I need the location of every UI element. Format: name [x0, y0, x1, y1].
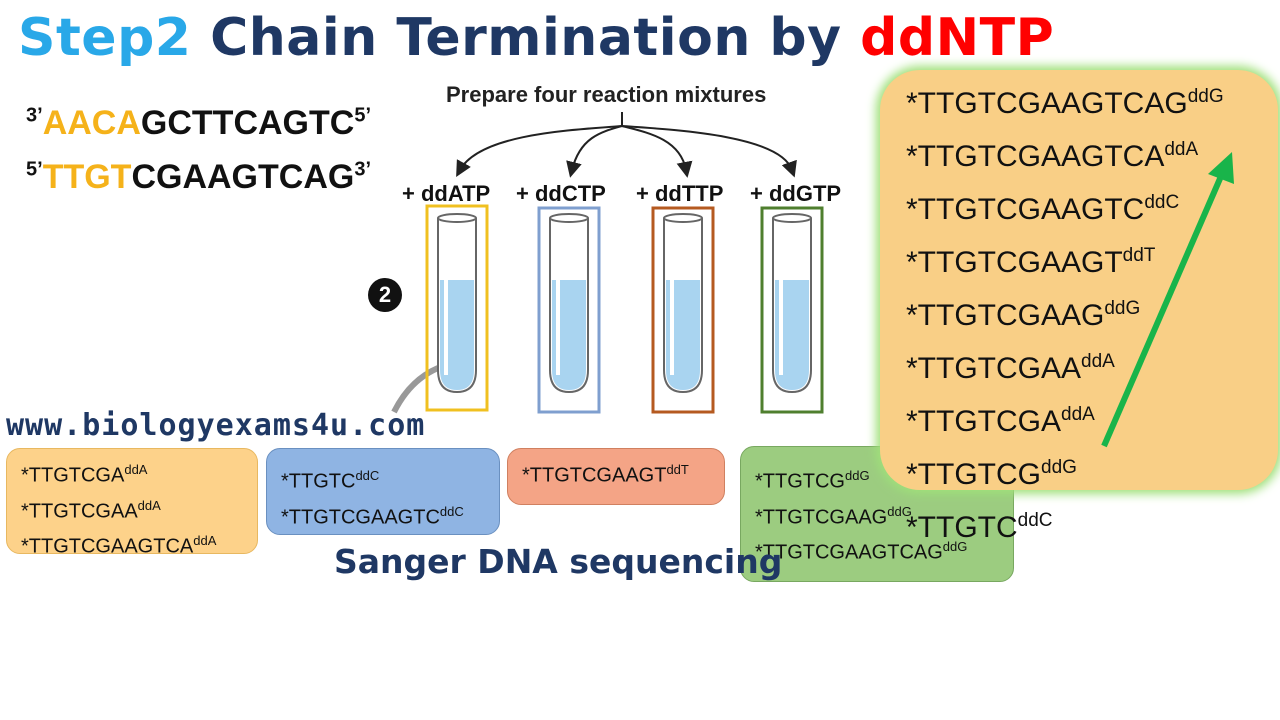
label-ddttp: + ddTTP [636, 181, 724, 206]
website-url: www.biologyexams4u.com [6, 408, 426, 443]
test-tubes [391, 204, 824, 414]
fragments-box-ddttp: *TTGTCGAAGTddT [507, 448, 725, 505]
primer-highlight: TTGT [42, 158, 132, 196]
fragment-line: *TTGTCGAAddA [21, 497, 161, 523]
tube-ddgtp [760, 206, 824, 414]
label-ddctp: + ddCTP [516, 181, 606, 206]
template-strand: 3’AACAGCTTCAGTC5’ [26, 104, 371, 143]
sorted-fragment: *TTGTCGAAGTddT [906, 245, 1156, 279]
template-highlight: AACA [42, 104, 141, 142]
tube-ddatp [425, 204, 489, 412]
sorted-fragment: *TTGTCGddG [906, 457, 1077, 491]
arrow-to-ddatp [456, 125, 623, 177]
sorted-fragment: *TTGTCGAddA [906, 404, 1095, 438]
sorted-fragment: *TTGTCGAAGTCAddA [906, 139, 1199, 173]
fragment-line: *TTGTCGddG [755, 468, 870, 493]
label-ddgtp: + ddGTP [750, 181, 842, 206]
sorted-fragment: *TTGTCddC [906, 510, 1053, 544]
sorted-fragment: *TTGTCGAAGTCAGddG [906, 86, 1224, 120]
fragment-line: *TTGTCGAAGTCAGddG [755, 539, 968, 564]
sorted-fragment: *TTGTCGAAGTCddC [906, 192, 1180, 226]
primer-strand: 5’TTGTCGAAGTCAG3’ [26, 158, 371, 197]
arrow-to-ddgtp [621, 125, 797, 178]
fragment-line: *TTGTCGAAGTCddC [281, 503, 464, 529]
arrow-to-ddttp [621, 125, 693, 178]
template-left-end: 3’ [26, 104, 43, 127]
sequence-direction-arrow [1101, 152, 1234, 448]
title-main: Chain Termination by [210, 8, 842, 68]
pipette-line [391, 365, 440, 414]
sorted-fragments-panel: *TTGTCGAAGTCAGddG *TTGTCGAAGTCAddA *TTGT… [880, 70, 1278, 544]
fragment-line: *TTGTCGAddA [21, 462, 148, 487]
fragments-box-ddatp: *TTGTCGAddA *TTGTCGAAddA *TTGTCGAAGTCAdd… [6, 448, 258, 558]
diagram-heading: Prepare four reaction mixtures [446, 82, 767, 107]
tube-ddctp [537, 206, 601, 414]
page-title: Step2 Chain Termination by ddNTP [18, 8, 1054, 68]
primer-rest: CGAAGTCAG [131, 158, 355, 196]
primer-left-end: 5’ [26, 158, 43, 181]
template-rest: GCTTCAGTC [140, 104, 355, 142]
fragment-line: *TTGTCGAAGddG [755, 503, 912, 529]
tube-ddttp [651, 206, 715, 414]
branch-arrows [456, 112, 797, 178]
label-ddatp: + ddATP [402, 181, 491, 206]
fragment-line: *TTGTCGAAGTCAddA [21, 533, 217, 558]
fragment-line: *TTGTCddC [281, 468, 380, 493]
sorted-fragment: *TTGTCGAAddA [906, 351, 1115, 385]
fragments-box-ddctp: *TTGTCddC *TTGTCGAAGTCddC [266, 448, 500, 535]
template-right-end: 5’ [354, 104, 372, 127]
step-number-badge: 2 [368, 278, 402, 312]
fragment-line: *TTGTCGAAGTddT [522, 462, 689, 487]
primer-right-end: 3’ [354, 158, 372, 181]
title-step: Step2 [18, 8, 192, 68]
sorted-fragment: *TTGTCGAAGddG [906, 298, 1141, 332]
title-highlight: ddNTP [860, 8, 1055, 68]
subtitle: Sanger DNA sequencing [334, 542, 783, 581]
arrow-to-ddctp [566, 125, 623, 178]
